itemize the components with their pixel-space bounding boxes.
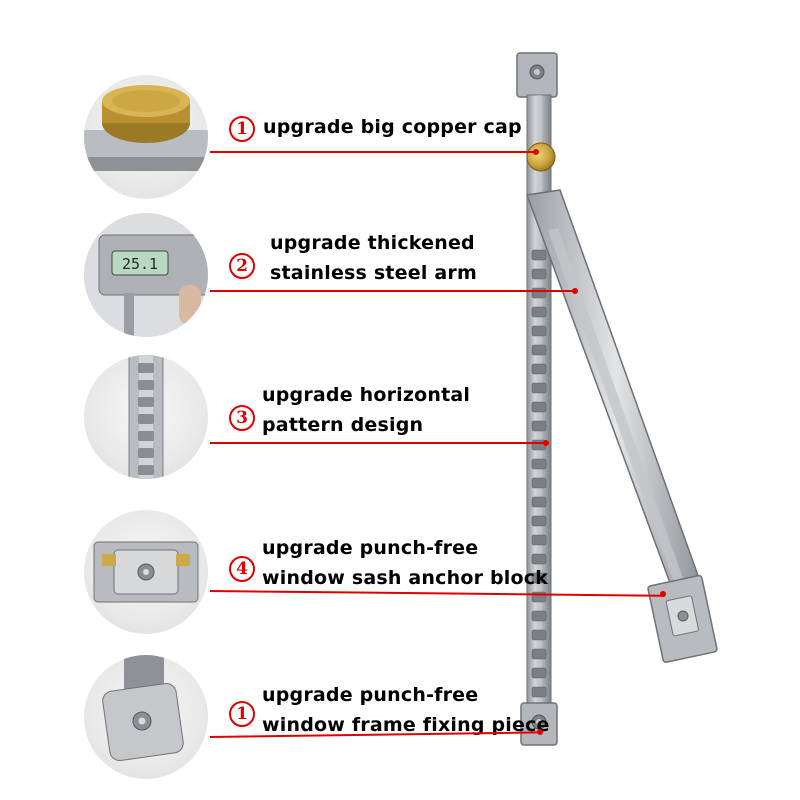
feature-label-copper-cap: upgrade big copper cap <box>263 116 522 138</box>
rail-slot <box>531 686 547 698</box>
rail-slot <box>531 249 547 261</box>
copper-cap-thumbnail <box>84 75 208 199</box>
feature-number-1: 1 <box>229 116 255 142</box>
rail-slot <box>531 667 547 679</box>
feature-label-anchor-block: upgrade punch-free window sash anchor bl… <box>262 537 549 589</box>
pattern-slot <box>138 431 154 441</box>
rail-slot <box>531 515 547 527</box>
feature-number-4: 4 <box>229 556 255 582</box>
pattern-slot <box>138 414 154 424</box>
fixing-piece-thumbnail <box>84 655 208 779</box>
pattern-slot <box>138 448 154 458</box>
feature-number-3: 3 <box>229 405 255 431</box>
pointer-dot-3 <box>543 440 549 446</box>
pattern-slot <box>138 465 154 475</box>
feature-label-pattern: upgrade horizontal pattern design <box>262 384 471 436</box>
pointer-dot-5 <box>537 729 543 735</box>
rail-slot <box>531 363 547 375</box>
pointer-dot-4 <box>660 591 666 597</box>
pattern-strip-thumbnail <box>84 355 208 479</box>
feature-number-2: 2 <box>229 253 255 279</box>
rail-slot <box>531 306 547 318</box>
pointer-dot-2 <box>572 288 578 294</box>
pointer-line-2 <box>210 290 575 292</box>
rail-slot <box>531 268 547 280</box>
rail-slot <box>531 534 547 546</box>
pattern-slot <box>138 397 154 407</box>
rail-slot <box>531 420 547 432</box>
pointer-line-1 <box>210 151 536 153</box>
rail-slot <box>531 553 547 565</box>
caliper-thumbnail: 25.1 <box>84 213 208 337</box>
rail-slot <box>531 382 547 394</box>
rail-slot <box>531 344 547 356</box>
rail-slot <box>531 477 547 489</box>
feature-label-fixing-piece: upgrade punch-free window frame fixing p… <box>262 684 550 736</box>
pointer-dot-1 <box>533 149 539 155</box>
pointer-line-3 <box>210 442 546 444</box>
rail-slot <box>531 496 547 508</box>
rail-slot <box>531 572 547 584</box>
rail-slot <box>531 610 547 622</box>
rail-slot <box>531 325 547 337</box>
rail-slot <box>531 648 547 660</box>
pattern-slot <box>138 380 154 390</box>
anchor-block-thumbnail <box>84 510 208 634</box>
pattern-slot <box>138 363 154 373</box>
rail-slot <box>531 629 547 641</box>
caliper-readout: 25.1 <box>122 255 158 273</box>
feature-number-5: 1 <box>229 701 255 727</box>
feature-label-steel-arm: upgrade thickened stainless steel arm <box>270 232 477 284</box>
rail-slot <box>531 401 547 413</box>
rail-slot <box>531 458 547 470</box>
